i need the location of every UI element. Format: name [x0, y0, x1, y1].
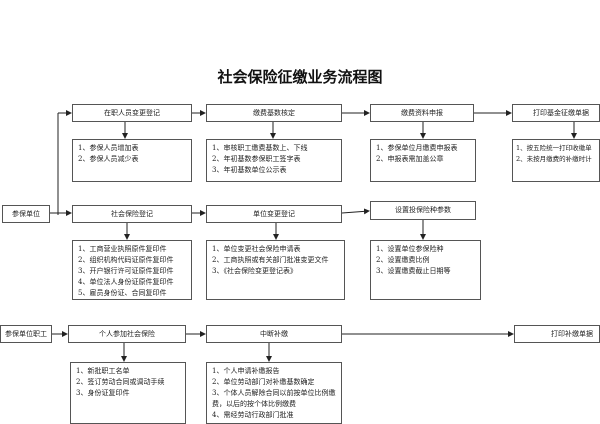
detail-back-payment: 1、个人申请补缴报告 2、单位劳动部门对补缴基数确定 3、个体人员解除合同以前按… — [206, 362, 342, 424]
detail-item: 1、工商营业执照原件复印件 — [78, 245, 167, 253]
step-print-collection: 打印基金征缴单据 — [512, 104, 600, 122]
detail-base-verify: 1、审核职工缴费基数上、下线 2、年初基数参保职工签字表 3、年初基数单位公示表 — [206, 139, 342, 182]
step-personal-enroll: 个人参加社会保险 — [68, 325, 186, 343]
detail-item: 3、设置缴费截止日期等 — [376, 267, 451, 275]
detail-staff-change: 1、参保人员增加表 2、参保人员减少表 — [72, 139, 192, 182]
step-label: 缴费资料申报 — [401, 109, 443, 117]
detail-item: 2、单位劳动部门对补缴基数确定 — [212, 378, 315, 386]
step-back-payment: 中断补缴 — [206, 325, 342, 343]
detail-item: 4、需经劳动行政部门批准 — [212, 411, 294, 419]
detail-item: 2、申报表需加盖公章 — [376, 155, 444, 163]
step-label: 单位变更登记 — [253, 210, 295, 218]
step-label: 个人参加社会保险 — [99, 330, 155, 338]
step-label: 参保单位 — [12, 210, 40, 218]
step-label: 参保单位职工 — [5, 330, 47, 338]
step-label: 设置投保险种参数 — [395, 206, 451, 214]
detail-registration: 1、工商营业执照原件复印件 2、组织机构代码证原件复印件 3、开户银行许可证原件… — [72, 240, 192, 300]
detail-item: 1、参保单位月缴费申报表 — [376, 144, 458, 152]
detail-item: 1、设置单位参保险种 — [376, 245, 444, 253]
step-label: 中断补缴 — [260, 330, 288, 338]
detail-item: 1、个人申请补缴报告 — [212, 367, 280, 375]
detail-item: 1、审核职工缴费基数上、下线 — [212, 144, 308, 152]
detail-print-collection: 1、按五险统一打印收缴单 2、未按月缴费的补缴时计 — [512, 139, 600, 182]
detail-item: 1、按五险统一打印收缴单 — [516, 144, 592, 152]
detail-item: 2、未按月缴费的补缴时计 — [516, 155, 592, 163]
step-unit-change: 单位变更登记 — [206, 205, 342, 223]
detail-item: 2、设置缴费比例 — [376, 256, 430, 264]
detail-item: 5、雇员身份证、合同复印件 — [78, 289, 167, 297]
detail-personal-enroll: 1、新批职工名单 2、签订劳动合同或调动手续 3、身份证复印件 — [70, 362, 186, 424]
detail-unit-change: 1、单位变更社会保险申请表 2、工商执照或有关部门批准变更文件 3、《社会保险变… — [206, 240, 345, 300]
detail-item: 3、年初基数单位公示表 — [212, 166, 287, 174]
detail-item: 3、个体人员解除合同以前按单位比例缴费，以后的按个体比例缴费 — [212, 389, 336, 408]
step-label: 社会保险登记 — [111, 210, 153, 218]
step-registration: 社会保险登记 — [72, 205, 192, 223]
detail-item: 2、参保人员减少表 — [78, 155, 139, 163]
detail-item: 2、组织机构代码证原件复印件 — [78, 256, 174, 264]
step-label: 打印补缴单据 — [551, 330, 593, 338]
step-label: 在职人员变更登记 — [104, 109, 160, 117]
detail-item: 1、单位变更社会保险申请表 — [212, 245, 301, 253]
step-label: 打印基金征缴单据 — [533, 109, 589, 117]
detail-item: 1、参保人员增加表 — [78, 144, 139, 152]
detail-item: 3、《社会保险变更登记表》 — [212, 267, 297, 275]
detail-item: 2、签订劳动合同或调动手续 — [76, 378, 165, 386]
step-print-back-payment: 打印补缴单据 — [514, 325, 600, 343]
detail-item: 3、身份证复印件 — [76, 389, 130, 397]
detail-item: 1、新批职工名单 — [76, 367, 130, 375]
detail-item: 2、年初基数参保职工签字表 — [212, 155, 301, 163]
step-staff-change: 在职人员变更登记 — [72, 104, 192, 122]
detail-item: 3、开户银行许可证原件复印件 — [78, 267, 174, 275]
step-label: 缴费基数核定 — [253, 109, 295, 117]
start-unit: 参保单位 — [2, 205, 50, 223]
detail-item: 4、单位法人身份证原件复印件 — [78, 278, 174, 286]
start-staff: 参保单位职工 — [0, 325, 52, 343]
step-base-verify: 缴费基数核定 — [206, 104, 342, 122]
step-insurance-params: 设置投保险种参数 — [370, 201, 476, 220]
step-declare: 缴费资料申报 — [370, 104, 474, 122]
detail-item: 2、工商执照或有关部门批准变更文件 — [212, 256, 329, 264]
page-title: 社会保险征缴业务流程图 — [217, 68, 383, 86]
detail-declare: 1、参保单位月缴费申报表 2、申报表需加盖公章 — [370, 139, 476, 182]
detail-insurance-params: 1、设置单位参保险种 2、设置缴费比例 3、设置缴费截止日期等 — [370, 240, 481, 300]
